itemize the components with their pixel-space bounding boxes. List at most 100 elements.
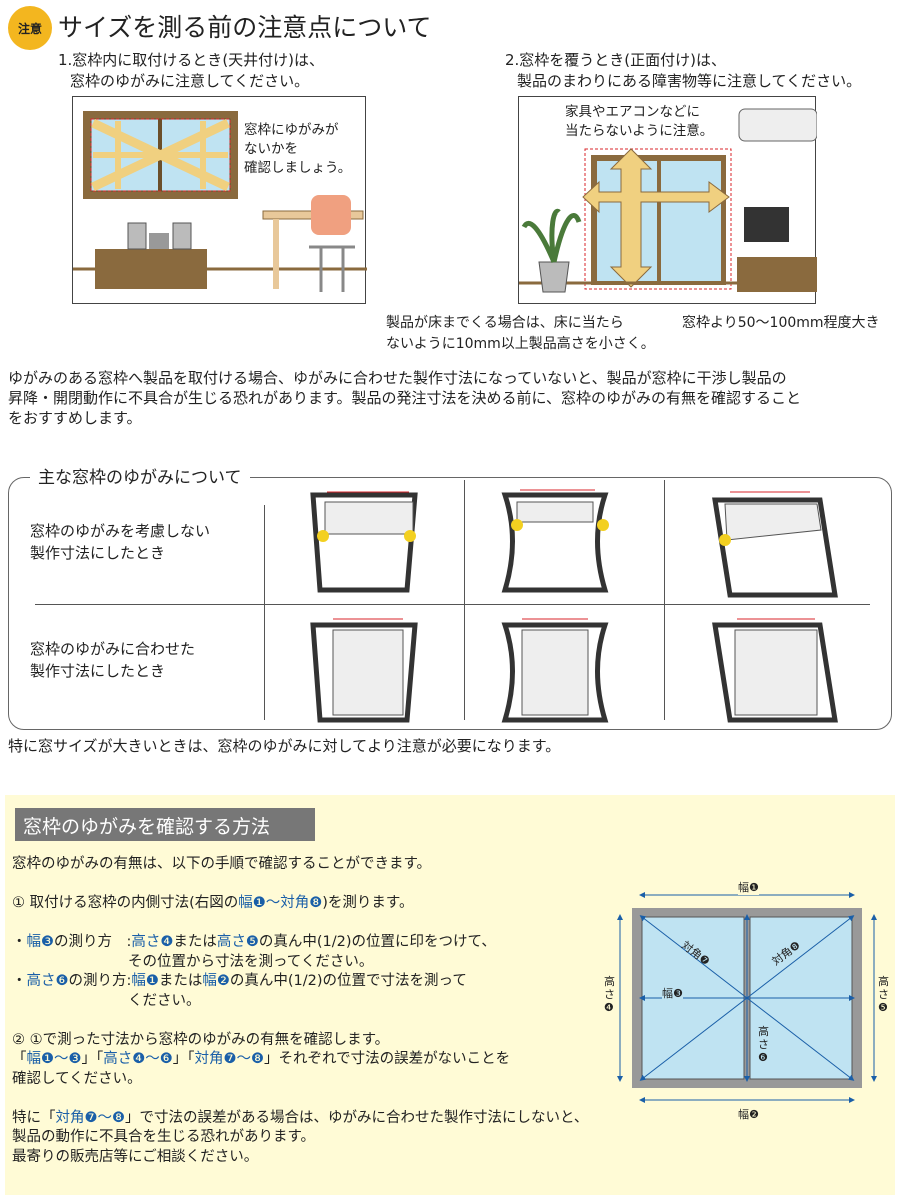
text-segment: ② ①で測った寸法から窓枠のゆがみの有無を確認します。: [12, 1031, 390, 1048]
text-segment: 窓枠のゆがみの有無は、以下の手順で確認することができます。: [12, 856, 432, 872]
text-segment: ください。: [12, 992, 201, 1009]
text-segment: または: [173, 934, 217, 950]
text-segment: の測り方:: [68, 973, 132, 989]
label-width-3: 幅❸: [662, 985, 683, 1001]
caption-line: 窓枠のゆがみに注意してください。: [70, 72, 310, 90]
method-line: ・幅❸の測り方 :高さ❹または高さ❺の真ん中(1/2)の位置に印をつけて、: [12, 933, 588, 953]
inside-mount-illustration: 窓枠にゆがみが ないかを 確認しましょう。: [72, 96, 367, 304]
text-segment: ① 取付ける窓枠の内側寸法(右図の: [12, 895, 239, 911]
text-segment: ・: [12, 973, 27, 989]
highlight-term: 幅❸: [26, 934, 55, 950]
trapezoid-frame-not-adjusted: [310, 491, 418, 593]
text-segment: または: [158, 973, 203, 989]
callout-line: ないかを: [244, 141, 298, 157]
label-width-2: 幅❷: [738, 1106, 759, 1122]
intro-paragraph: ゆがみのある窓枠へ製品を取付ける場合、ゆがみに合わせた製作寸法になっていないと、…: [8, 368, 801, 428]
distortion-box: [8, 477, 892, 730]
paragraph-line: 昇降・開閉動作に不具合が生じる恐れがあります。製品の発注寸法を決める前に、窓枠の…: [8, 389, 802, 407]
text-segment: 」「: [81, 1051, 104, 1067]
room-window-image: [73, 111, 367, 292]
text-segment: 」「: [172, 1051, 195, 1067]
text-segment: 「: [12, 1051, 27, 1067]
note-oversize: 窓枠より50～100mm程度大き: [682, 315, 880, 331]
highlight-term: 高さ❺: [216, 934, 259, 950]
text-segment: の真ん中(1/2)の位置で寸法を測って: [229, 973, 467, 989]
method-title: 窓枠のゆがみを確認する方法: [15, 808, 315, 841]
text-segment: 」それぞれで寸法の誤差がないことを: [264, 1051, 511, 1067]
divider: [664, 480, 665, 720]
text-segment: の測り方 :: [54, 934, 132, 950]
text-segment: 確認してください。: [12, 1070, 142, 1087]
highlight-term: 高さ❹: [131, 934, 174, 950]
method-line: 窓枠のゆがみの有無は、以下の手順で確認することができます。: [12, 855, 588, 875]
method-line: [12, 1089, 588, 1109]
text-segment: )を測ります。: [322, 895, 414, 911]
callout-check-distortion: 窓枠にゆがみが ないかを 確認しましょう。: [244, 121, 351, 178]
distortion-note: 特に窓サイズが大きいときは、窓枠のゆがみに対してより注意が必要になります。: [8, 737, 561, 755]
distortion-diagrams: [310, 489, 838, 723]
method-line: [12, 1011, 588, 1031]
highlight-term: 対角❼～❽: [55, 1109, 126, 1126]
note-line: 製品が床までくる場合は、床に当たら: [386, 315, 624, 331]
text-segment: の真ん中(1/2)の位置に印をつけて、: [258, 934, 496, 950]
label-height-6: 高さ❻: [758, 1025, 770, 1064]
highlight-term: 対角❼～❽: [194, 1051, 265, 1067]
label-line: 窓枠のゆがみに合わせた: [30, 640, 196, 658]
method-line: 特に「対角❼～❽」で寸法の誤差がある場合は、ゆがみに合わせた製作寸法にしないと、: [12, 1109, 588, 1129]
window-measure-diagram: [617, 892, 877, 1103]
text-segment: 製品の動作に不具合を生じる恐れがあります。: [12, 1129, 316, 1145]
callout-line: 窓枠にゆがみが: [244, 122, 339, 138]
paragraph-line: ゆがみのある窓枠へ製品を取付ける場合、ゆがみに合わせた製作寸法になっていないと、…: [8, 369, 787, 387]
method-line: [12, 914, 588, 934]
divider: [35, 604, 870, 605]
caption-outside-mount: 2.窓枠を覆うとき(正面付け)は、 製品のまわりにある障害物等に注意してください…: [505, 50, 861, 92]
method-line: ください。: [12, 992, 588, 1012]
highlight-term: 高さ❹～❻: [103, 1051, 173, 1067]
label-height-4: 高さ❹: [604, 975, 616, 1014]
callout-line: 当たらないように注意。: [565, 123, 714, 139]
caption-line: 2.窓枠を覆うとき(正面付け)は、: [505, 51, 727, 69]
method-line: 製品の動作に不具合を生じる恐れがあります。: [12, 1128, 588, 1148]
text-segment: ・: [12, 934, 27, 950]
hourglass-frame-adjusted: [501, 618, 609, 723]
text-segment: 最寄りの販売店等にご相談ください。: [12, 1148, 259, 1165]
callout-avoid-furniture: 家具やエアコンなどに 当たらないように注意。: [565, 103, 713, 141]
distortion-title: 主な窓枠のゆがみについて: [30, 463, 250, 488]
outside-mount-illustration: 家具やエアコンなどに 当たらないように注意。: [518, 96, 818, 304]
label-line: 製作寸法にしたとき: [30, 662, 166, 680]
caption-line: 製品のまわりにある障害物等に注意してください。: [517, 72, 862, 90]
method-line: ・高さ❻の測り方:幅❶または幅❷の真ん中(1/2)の位置で寸法を測って: [12, 972, 588, 992]
highlight-term: 幅❶～❸: [26, 1051, 82, 1067]
text-segment: 」で寸法の誤差がある場合は、ゆがみに合わせた製作寸法にしないと、: [125, 1109, 589, 1126]
method-line: その位置から寸法を測ってください。: [12, 953, 588, 973]
caption-inside-mount: 1.窓枠内に取付けるとき(天井付け)は、 窓枠のゆがみに注意してください。: [58, 50, 324, 92]
label-line: 窓枠のゆがみを考慮しない: [30, 522, 211, 540]
caution-icon: 注意: [8, 6, 52, 50]
page-title: サイズを測る前の注意点について: [58, 13, 432, 42]
paragraph-line: をおすすめします。: [8, 409, 142, 427]
highlight-term: 幅❷: [202, 973, 230, 989]
trapezoid-frame-adjusted: [310, 618, 418, 723]
caution-label: 注意: [17, 21, 42, 36]
divider: [464, 480, 465, 720]
callout-line: 確認しましょう。: [244, 160, 352, 176]
divider: [264, 505, 265, 720]
highlight-term: 幅❶: [131, 973, 159, 989]
hourglass-frame-not-adjusted: [501, 489, 609, 593]
note-line: ないように10mm以上製品高さを小さく。: [386, 336, 655, 352]
parallelogram-frame-not-adjusted: [712, 491, 838, 598]
label-width-1: 幅❶: [738, 879, 759, 895]
method-line: 「幅❶～❸」「高さ❹～❻」「対角❼～❽」それぞれで寸法の誤差がないことを: [12, 1050, 588, 1070]
method-line: 最寄りの販売店等にご相談ください。: [12, 1148, 588, 1168]
method-line: ① 取付ける窓枠の内側寸法(右図の幅❶～対角❽)を測ります。: [12, 894, 588, 914]
highlight-term: 幅❶～対角❽: [238, 895, 323, 911]
note-floor-clearance: 製品が床までくる場合は、床に当たら ないように10mm以上製品高さを小さく。: [386, 313, 655, 355]
text-segment: その位置から寸法を測ってください。: [12, 953, 374, 970]
caption-line: 1.窓枠内に取付けるとき(天井付け)は、: [58, 51, 325, 69]
method-line: [12, 875, 588, 895]
method-line: ② ①で測った寸法から窓枠のゆがみの有無を確認します。: [12, 1031, 588, 1051]
room-obstacle-image: [519, 108, 818, 293]
callout-line: 家具やエアコンなどに: [565, 104, 700, 120]
text-segment: 特に「: [12, 1109, 56, 1126]
parallelogram-frame-adjusted: [712, 618, 838, 723]
